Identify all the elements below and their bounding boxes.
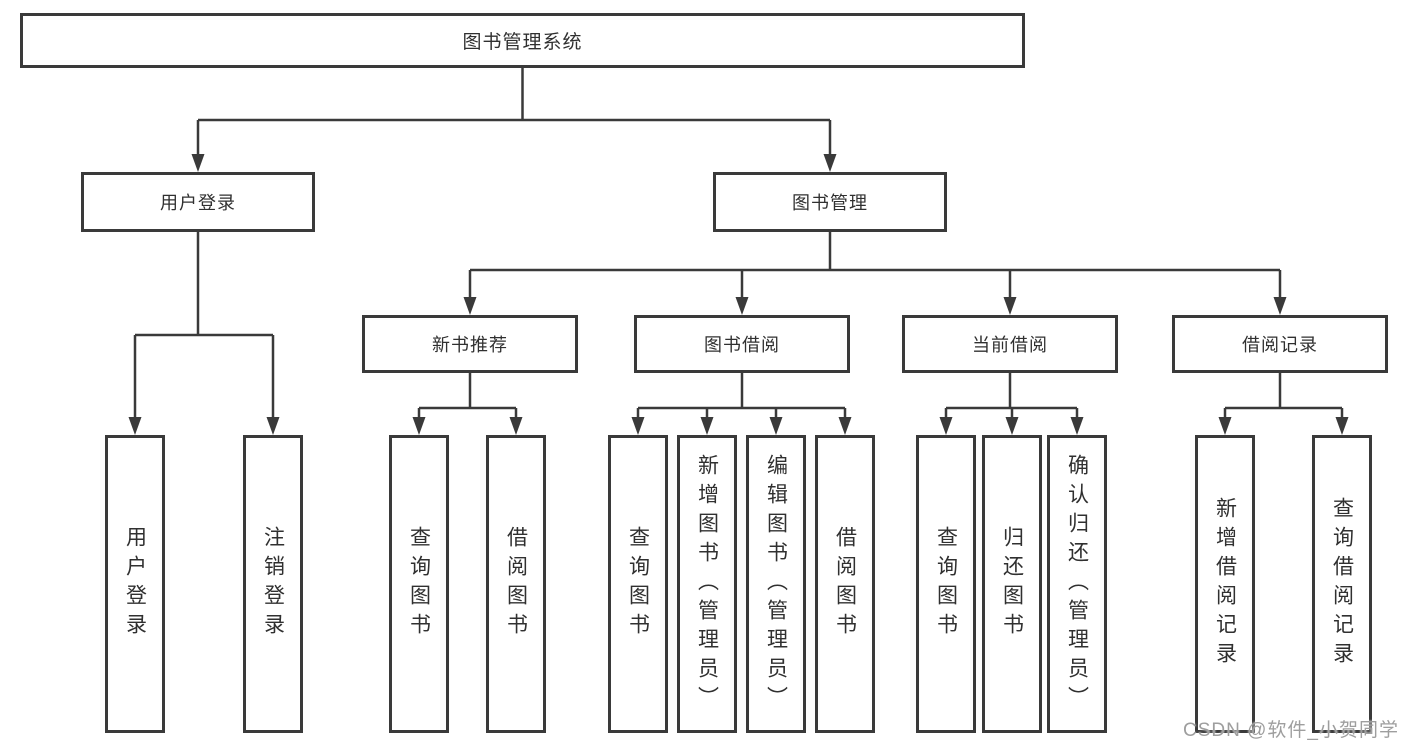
leaf-borrowing-borrow-books: 借阅图书 <box>815 435 875 733</box>
leaf-borrowing-query-books: 查询图书 <box>608 435 668 733</box>
leaf-recommend-query-books-label: 查询图书 <box>407 526 431 642</box>
node-current-borrowing-label: 当前借阅 <box>972 335 1048 355</box>
leaf-current-return-books-label: 归还图书 <box>1000 526 1024 642</box>
leaf-current-query-books-label: 查询图书 <box>934 526 958 642</box>
leaf-records-query-record: 查询借阅记录 <box>1312 435 1372 733</box>
node-new-book-recommendation-label: 新书推荐 <box>432 335 508 355</box>
leaf-records-add-record: 新增借阅记录 <box>1195 435 1255 733</box>
node-new-book-recommendation: 新书推荐 <box>362 315 578 373</box>
leaf-borrowing-add-books-admin-label: 新增图书（管理员） <box>695 453 719 715</box>
leaf-current-confirm-return-admin: 确认归还（管理员） <box>1047 435 1107 733</box>
leaf-borrowing-add-books-admin: 新增图书（管理员） <box>677 435 737 733</box>
leaf-borrowing-borrow-books-label: 借阅图书 <box>833 526 857 642</box>
leaf-current-confirm-return-admin-label: 确认归还（管理员） <box>1065 453 1089 715</box>
leaf-borrowing-query-books-label: 查询图书 <box>626 526 650 642</box>
node-book-borrowing-label: 图书借阅 <box>704 335 780 355</box>
node-current-borrowing: 当前借阅 <box>902 315 1118 373</box>
leaf-recommend-borrow-books-label: 借阅图书 <box>504 526 528 642</box>
leaf-user-login: 用户登录 <box>105 435 165 733</box>
node-user-login-label: 用户登录 <box>160 193 236 213</box>
leaf-borrowing-edit-books-admin-label: 编辑图书（管理员） <box>764 453 788 715</box>
node-book-management: 图书管理 <box>713 172 947 232</box>
leaf-current-return-books: 归还图书 <box>982 435 1042 733</box>
leaf-logout: 注销登录 <box>243 435 303 733</box>
leaf-records-query-record-label: 查询借阅记录 <box>1330 497 1354 671</box>
node-book-borrowing: 图书借阅 <box>634 315 850 373</box>
leaf-user-login-label: 用户登录 <box>123 526 147 642</box>
node-book-management-label: 图书管理 <box>792 193 868 213</box>
leaf-recommend-query-books: 查询图书 <box>389 435 449 733</box>
leaf-records-add-record-label: 新增借阅记录 <box>1213 497 1237 671</box>
leaf-recommend-borrow-books: 借阅图书 <box>486 435 546 733</box>
node-library-system: 图书管理系统 <box>20 13 1025 68</box>
node-user-login: 用户登录 <box>81 172 315 232</box>
leaf-borrowing-edit-books-admin: 编辑图书（管理员） <box>746 435 806 733</box>
node-borrowing-records-label: 借阅记录 <box>1242 335 1318 355</box>
leaf-logout-label: 注销登录 <box>261 526 285 642</box>
node-library-system-label: 图书管理系统 <box>462 32 583 53</box>
leaf-current-query-books: 查询图书 <box>916 435 976 733</box>
csdn-watermark: CSDN @软件_小贺同学 <box>1183 720 1399 741</box>
node-borrowing-records: 借阅记录 <box>1172 315 1388 373</box>
